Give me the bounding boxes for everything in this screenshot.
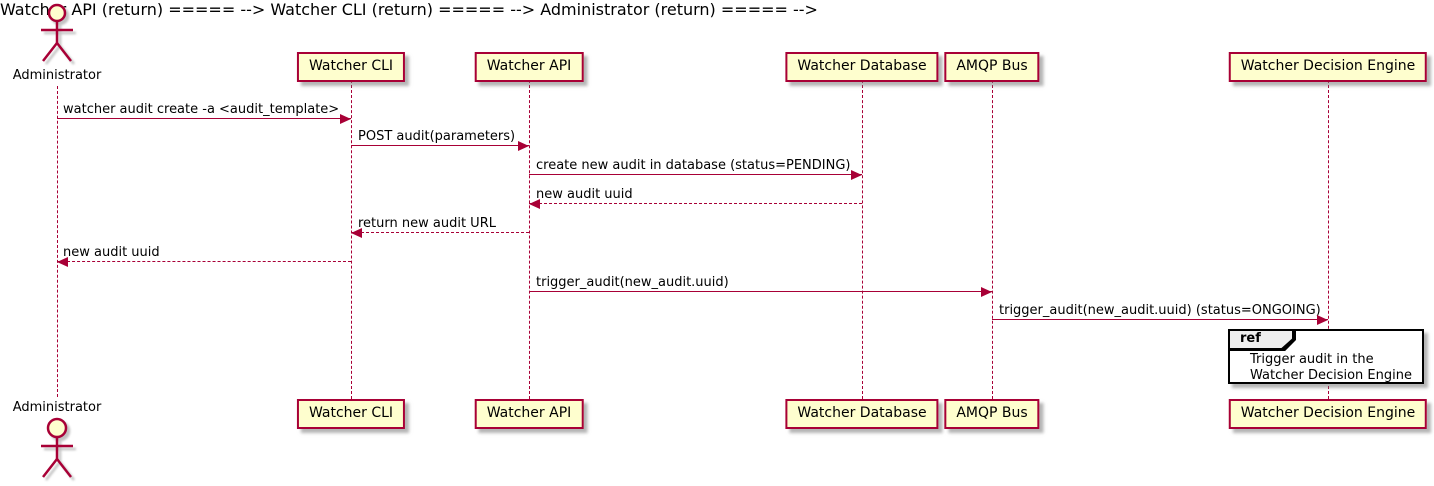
message-label-8: trigger_audit(new_audit.uuid) (status=ON…: [999, 303, 1321, 318]
participant-box-watcher-api-top: Watcher API: [474, 52, 584, 82]
arrowhead-8: [1317, 315, 1328, 325]
arrowhead-3: [851, 170, 862, 180]
arrowhead-7: [981, 287, 992, 297]
message-label-4: new audit uuid: [536, 187, 633, 202]
participant-box-watcher-database-bottom: Watcher Database: [785, 399, 939, 429]
message-label-1: watcher audit create -a <audit_template>: [63, 102, 340, 117]
participant-box-amqp-bus-bottom: AMQP Bus: [944, 399, 1040, 429]
lifeline-administrator: [57, 86, 58, 397]
message-line-3: [529, 174, 862, 175]
arrowhead-2: [518, 141, 529, 151]
message-line-2: [351, 145, 529, 146]
participant-box-watcher-decision-engine-top: Watcher Decision Engine: [1228, 52, 1428, 82]
message-line-6: [57, 261, 351, 262]
actor-icon-bottom: [41, 417, 73, 478]
message-line-5: [351, 232, 529, 233]
ref-keyword: ref: [1230, 331, 1292, 348]
ref-fragment: ref Trigger audit in the Watcher Decisio…: [1228, 329, 1424, 384]
participant-box-watcher-api-bottom: Watcher API: [474, 399, 584, 429]
participant-box-watcher-cli-top: Watcher CLI: [296, 52, 406, 82]
participant-label-administrator-top: Administrator: [12, 68, 102, 83]
actor-icon: [41, 3, 73, 62]
message-label-2: POST audit(parameters): [358, 129, 516, 144]
ref-text-line-2: Watcher Decision Engine: [1250, 368, 1412, 383]
participant-box-watcher-database-top: Watcher Database: [785, 52, 939, 82]
lifeline-amqp-bus: [992, 80, 993, 399]
arrowhead-4: [529, 199, 540, 209]
lifeline-watcher-api: [529, 80, 530, 399]
lifeline-watcher-database: [862, 80, 863, 399]
participant-box-amqp-bus-top: AMQP Bus: [944, 52, 1040, 82]
message-label-6: new audit uuid: [63, 245, 160, 260]
ref-text: Trigger audit in the Watcher Decision En…: [1250, 352, 1412, 384]
participant-box-watcher-cli-bottom: Watcher CLI: [296, 399, 406, 429]
participant-label-administrator-bottom: Administrator: [12, 400, 102, 415]
arrowhead-6: [57, 257, 68, 267]
message-line-7: [529, 291, 992, 292]
message-line-4: [529, 203, 862, 204]
ref-tag: ref: [1228, 329, 1296, 351]
message-label-3: create new audit in database (status=PEN…: [536, 158, 851, 173]
participant-box-watcher-decision-engine-bottom: Watcher Decision Engine: [1228, 399, 1428, 429]
message-label-5: return new audit URL: [358, 216, 496, 231]
lifeline-watcher-decision-engine: [1328, 80, 1329, 399]
lifeline-watcher-cli: [351, 80, 352, 399]
message-label-7: trigger_audit(new_audit.uuid): [536, 275, 729, 290]
ref-text-line-1: Trigger audit in the: [1250, 352, 1374, 367]
message-line-8: [992, 319, 1328, 320]
arrowhead-1: [340, 114, 351, 124]
message-line-1: [57, 118, 351, 119]
arrowhead-5: [351, 228, 362, 238]
